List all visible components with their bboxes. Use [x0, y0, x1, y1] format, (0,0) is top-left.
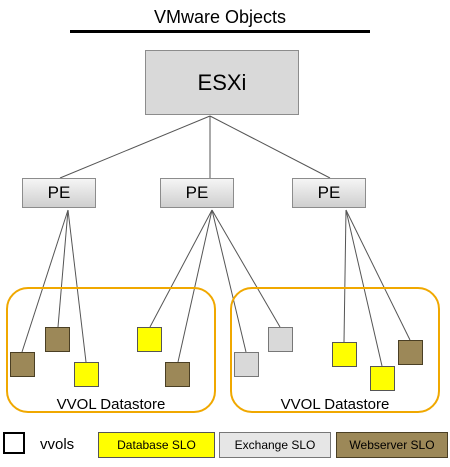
esxi-pe3-line: [209, 115, 331, 179]
pe-label: PE: [47, 183, 71, 202]
legend-vvols-label: vvols: [40, 436, 75, 453]
pe-label: PE: [317, 183, 341, 202]
vvol-webserver: [10, 352, 35, 377]
legend-exchange-slo: Exchange SLO: [219, 432, 331, 458]
diagram-title: VMware Objects: [153, 7, 287, 27]
legend-webserver-label: Webserver SLO: [349, 438, 435, 452]
pe-label: PE: [185, 183, 209, 202]
legend-database-slo: Database SLO: [98, 432, 215, 458]
legend-webserver-slo: Webserver SLO: [336, 432, 448, 458]
esxi-pe1-line: [59, 115, 211, 179]
vvol-database: [74, 362, 99, 387]
vvol-webserver: [165, 362, 190, 387]
protocol-endpoint-1: PE: [22, 178, 96, 208]
vvol-database: [137, 327, 162, 352]
pe2-vvol-line: [177, 209, 213, 363]
pe2-vvol-line: [211, 209, 247, 353]
protocol-endpoint-2: PE: [160, 178, 234, 208]
legend-database-label: Database SLO: [117, 438, 196, 452]
vvol-datastore-left: [6, 287, 216, 413]
pe1-vvol-line: [57, 209, 69, 328]
pe2-vvol-line: [149, 209, 213, 328]
datastore-label-right: VVOL Datastore: [280, 396, 390, 413]
title-underline: [70, 30, 370, 33]
vvol-datastore-right: [230, 287, 440, 413]
legend-exchange-label: Exchange SLO: [234, 438, 316, 452]
vvol-exchange: [234, 352, 259, 377]
vvol-exchange: [268, 327, 293, 352]
pe3-vvol-line: [343, 209, 347, 343]
legend-vvol-swatch: [3, 432, 25, 454]
pe2-vvol-line: [211, 209, 281, 328]
pe3-vvol-line: [345, 209, 411, 341]
pe1-vvol-line: [21, 209, 69, 353]
datastore-label-left: VVOL Datastore: [56, 396, 166, 413]
vvol-webserver: [398, 340, 423, 365]
esxi-label: ESXi: [197, 69, 247, 95]
vvol-database: [332, 342, 357, 367]
vvol-database: [370, 366, 395, 391]
protocol-endpoint-3: PE: [292, 178, 366, 208]
pe1-vvol-line: [67, 209, 87, 363]
vvol-webserver: [45, 327, 70, 352]
esxi-host-box: ESXi: [145, 50, 299, 115]
